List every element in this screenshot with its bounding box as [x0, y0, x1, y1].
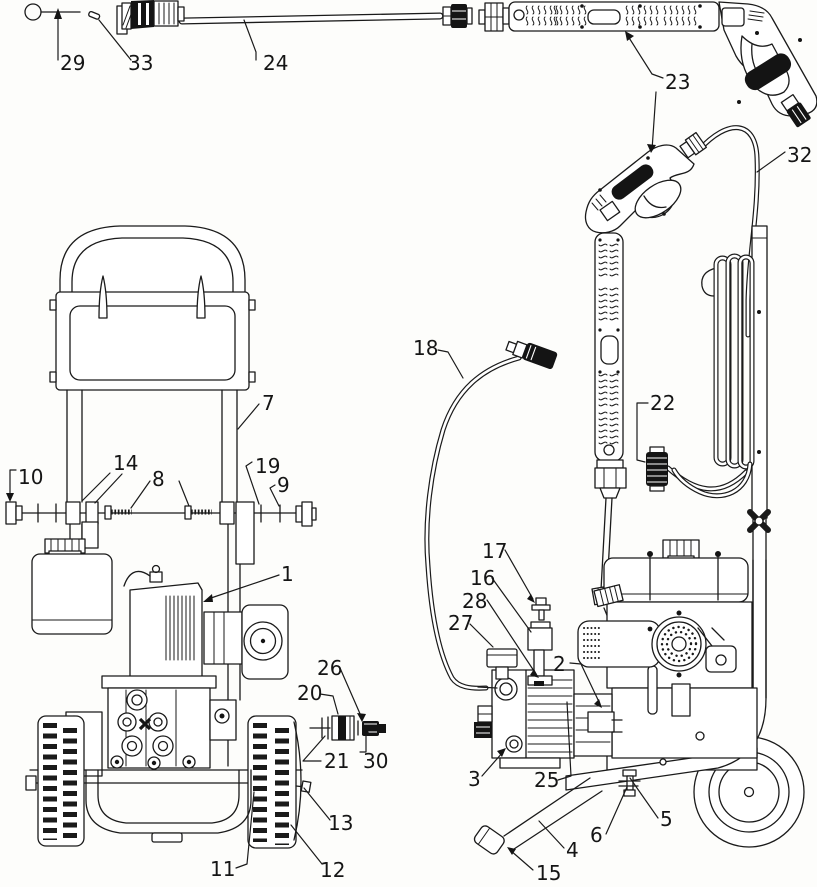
- cart-side-view: [473, 509, 805, 855]
- callout-17: 17: [482, 539, 507, 563]
- engine-front: [31, 538, 289, 683]
- callout-24: 24: [263, 51, 288, 75]
- spray-gun-top: [508, 1, 817, 128]
- pump-coupling: [573, 693, 623, 757]
- callout-22: 22: [650, 391, 675, 415]
- callout-26: 26: [317, 656, 342, 680]
- callout-5: 5: [660, 807, 673, 831]
- callout-3: 3: [468, 767, 481, 791]
- handle-arch: [49, 225, 256, 391]
- base-u-frame: [85, 769, 252, 843]
- wand-coupler: [478, 2, 510, 32]
- callout-20: 20: [297, 681, 322, 705]
- frame-leg: [473, 777, 603, 855]
- callout-25: 25: [534, 768, 559, 792]
- callout-32: 32: [787, 143, 812, 167]
- callout-labels: 29 33 24 23 32 18 22 7 10 14 8 19 9 1 26…: [18, 51, 812, 885]
- cart-front-view: [5, 225, 317, 849]
- axle-assembly: [5, 501, 317, 565]
- callout-9: 9: [277, 473, 290, 497]
- trigger-gun-angled: [584, 131, 708, 234]
- callout-33: 33: [128, 51, 153, 75]
- callout-12: 12: [320, 858, 345, 882]
- callout-29: 29: [60, 51, 85, 75]
- callout-28: 28: [462, 589, 487, 613]
- siphon-hose: [424, 340, 558, 691]
- fuel-valve-knob: [593, 584, 624, 608]
- callout-2: 2: [553, 652, 566, 676]
- callout-11: 11: [210, 857, 235, 881]
- callout-14: 14: [113, 451, 138, 475]
- wheel-front-right: [247, 715, 302, 849]
- callout-23: 23: [665, 70, 690, 94]
- callout-13: 13: [328, 811, 353, 835]
- callout-4: 4: [566, 838, 579, 862]
- pump-side: [474, 669, 575, 769]
- leader-lines: [6, 8, 786, 871]
- wheel-front-left: [25, 715, 85, 847]
- callout-30: 30: [363, 749, 388, 773]
- callout-6: 6: [590, 823, 603, 847]
- callout-10: 10: [18, 465, 43, 489]
- callout-16: 16: [470, 566, 495, 590]
- callout-7: 7: [262, 391, 275, 415]
- hose-coil-loops: [671, 253, 755, 499]
- muffler: [577, 620, 661, 668]
- callout-18: 18: [413, 336, 438, 360]
- hub-valve-stem: [295, 780, 312, 793]
- callout-15: 15: [536, 861, 561, 885]
- thermal-relief-parts: [527, 597, 553, 686]
- oring-part: [24, 3, 81, 21]
- unloader-valve: [486, 648, 518, 680]
- callout-8: 8: [152, 467, 165, 491]
- engine-side: [577, 539, 758, 766]
- pin-part: [88, 10, 101, 20]
- recoil-starter: [651, 610, 707, 678]
- callout-19: 19: [255, 454, 280, 478]
- spray-wand: [116, 0, 473, 35]
- callout-1: 1: [281, 562, 294, 586]
- callout-21: 21: [324, 749, 349, 773]
- callout-27: 27: [448, 611, 473, 635]
- handle-cross-knob: [747, 509, 771, 533]
